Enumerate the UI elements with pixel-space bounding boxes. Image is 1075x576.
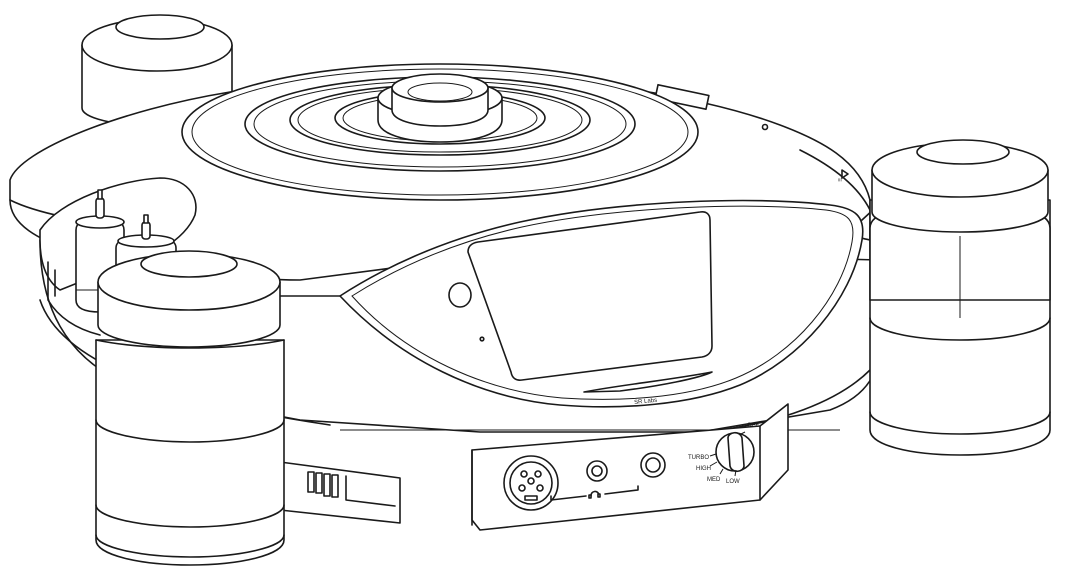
svg-text:≡: ≡: [836, 178, 842, 182]
isolation-foot-right: [869, 139, 1051, 456]
fan-speed-turbo-label: TURBO: [688, 455, 709, 461]
isolation-foot-back-left: [81, 14, 233, 127]
fan-speed-med-label: MED: [707, 477, 721, 483]
isolation-foot-front-left: [95, 250, 285, 566]
spindle-clamp: [377, 73, 503, 143]
front-light-bar: [583, 371, 713, 393]
fan-speed-off-label: OFF: [747, 423, 759, 429]
headphone-icon: [550, 485, 639, 501]
headphone-jack-small[interactable]: [586, 460, 608, 482]
touchscreen-display[interactable]: [467, 211, 713, 381]
headphone-jack-large[interactable]: [640, 452, 666, 478]
fan-speed-low-label: LOW: [726, 479, 740, 485]
rear-io-block: [279, 461, 401, 524]
fan-speed-high-label: HIGH: [696, 466, 711, 472]
fan-speed-knob[interactable]: [715, 431, 755, 473]
power-button[interactable]: [448, 282, 472, 308]
xlr-output-connector[interactable]: [503, 455, 559, 511]
status-led: [479, 336, 485, 342]
fan-speed-scale: TURBO HIGH MED LOW OFF: [688, 423, 759, 485]
brand-mark: SR Labs: [634, 398, 658, 406]
